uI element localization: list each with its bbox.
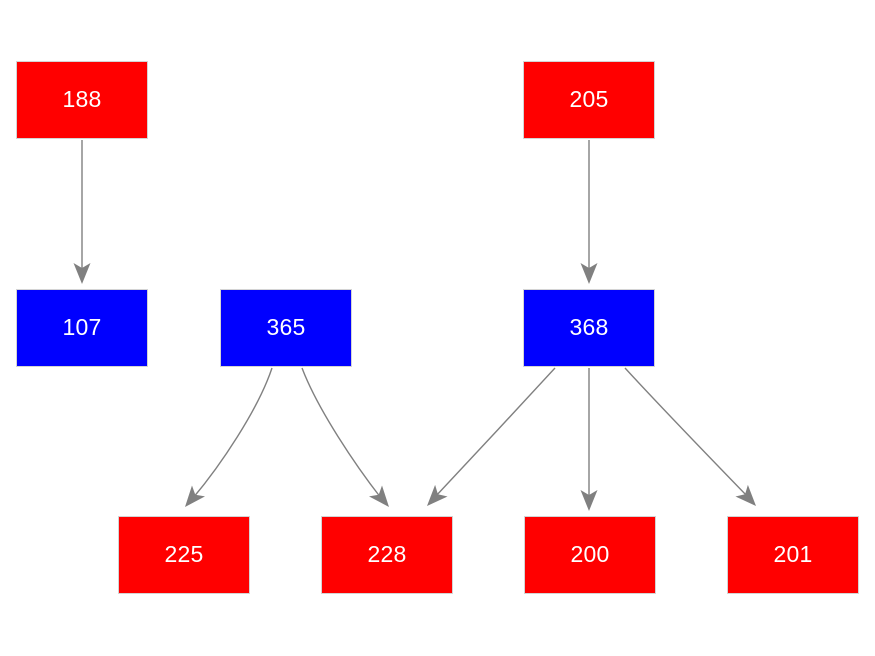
edge-368-to-201 [624,367,756,506]
edge-line [192,367,273,499]
graph-node-205[interactable]: 205 [523,61,655,139]
edge-368-to-200 [580,368,598,511]
graph-node-label: 107 [62,313,102,340]
arrowhead-icon [427,484,448,506]
edge-205-to-368 [580,140,598,284]
graph-node-107[interactable]: 107 [16,289,148,367]
edge-line [434,367,556,498]
graph-node-label: 201 [773,540,813,567]
edge-365-to-225 [185,367,273,507]
arrowhead-icon [73,263,91,284]
arrowhead-icon [185,485,206,507]
graph-node-label: 188 [62,85,102,112]
graph-node-188[interactable]: 188 [16,61,148,139]
graph-node-228[interactable]: 228 [321,516,453,594]
graph-node-368[interactable]: 368 [523,289,655,367]
arrowhead-icon [368,485,389,507]
edge-line [301,367,382,499]
graph-node-200[interactable]: 200 [524,516,656,594]
graph-node-label: 225 [164,540,204,567]
arrowhead-icon [580,263,598,284]
edge-365-to-228 [301,367,389,507]
arrowhead-icon [580,490,598,511]
edge-line [624,367,749,498]
graph-node-label: 365 [266,313,306,340]
graph-node-label: 205 [569,85,609,112]
graph-node-label: 368 [569,313,609,340]
edge-188-to-107 [73,140,91,284]
graph-node-label: 228 [367,540,407,567]
graph-node-label: 200 [570,540,610,567]
graph-node-225[interactable]: 225 [118,516,250,594]
arrowhead-icon [735,484,756,506]
graph-node-365[interactable]: 365 [220,289,352,367]
edge-368-to-228 [427,367,556,506]
graph-node-201[interactable]: 201 [727,516,859,594]
